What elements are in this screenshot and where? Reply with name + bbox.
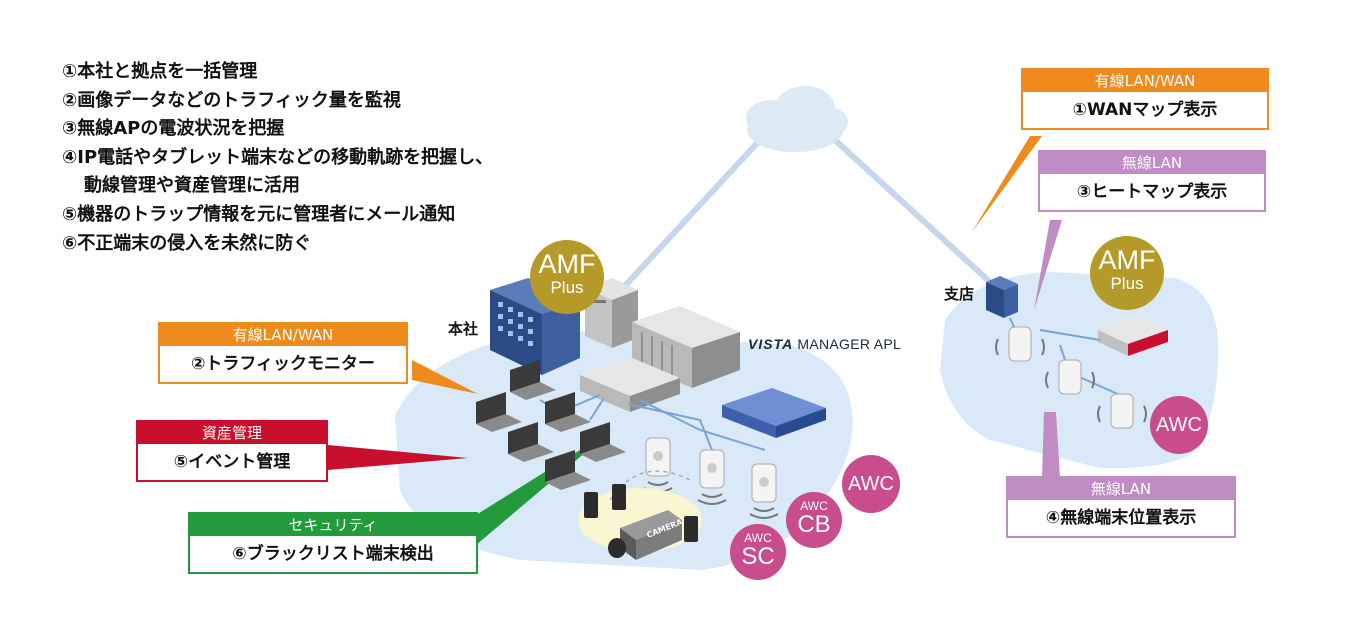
badge-line1: AMF (1098, 245, 1156, 275)
feature-item: ④IP電話やタブレット端末などの移動軌跡を把握し、 (62, 146, 494, 168)
callout-body: ⑤イベント管理 (173, 452, 291, 472)
feature-item: ⑥不正端末の侵入を未然に防ぐ (62, 232, 312, 254)
logo-brand: VISTA (748, 336, 794, 352)
feature-list: ①本社と拠点を一括管理 ②画像データなどのトラフィック量を監視 ③無線APの電波… (62, 58, 493, 258)
badge-text: AWC (848, 473, 894, 495)
amf-plus-badge-branch: AMF Plus (1090, 236, 1164, 310)
awc-badge-branch: AWC (1150, 396, 1208, 454)
awc-sc-badge: AWC SC (730, 524, 786, 580)
edge-switch-icon (722, 388, 826, 438)
pointer-heatmap (1034, 220, 1062, 310)
feature-item: ①本社と拠点を一括管理 (62, 61, 258, 82)
pointer-wan-map (972, 136, 1042, 232)
branch-router-icon (1098, 316, 1168, 356)
laptop-icons (476, 360, 626, 490)
feature-item: ③無線APの電波状況を把握 (62, 118, 285, 140)
cloud-icon (746, 86, 848, 152)
callout-body: ⑥ブラックリスト端末検出 (232, 544, 434, 564)
branch-label: 支店 (944, 285, 975, 303)
branch-access-point-icons (995, 326, 1147, 429)
wan-link-hq (607, 137, 763, 305)
callout-blacklist: セキュリティ ⑥ブラックリスト端末検出 (188, 512, 478, 574)
pointer-traffic (412, 360, 478, 394)
callout-header: 資産管理 (138, 422, 326, 444)
badge-line2: Plus (1110, 274, 1144, 293)
feature-item: 動線管理や資産管理に活用 (84, 175, 300, 197)
feature-item: ②画像データなどのトラフィック量を監視 (62, 89, 401, 111)
badge-line2: Plus (550, 278, 584, 297)
callout-header: 無線LAN (1040, 152, 1264, 174)
callout-wireless-pos: 無線LAN ④無線端末位置表示 (1006, 476, 1236, 538)
pointer-blacklist (476, 430, 612, 545)
awc-cb-badge: AWC CB (786, 492, 842, 548)
callout-header: 有線LAN/WAN (1023, 70, 1267, 92)
badge-text: AWC (1156, 414, 1202, 436)
badge-line2: CB (797, 511, 831, 538)
callout-header: 有線LAN/WAN (160, 324, 406, 346)
camera-icon: CAMERA (608, 510, 685, 560)
badge-line2: SC (741, 543, 775, 570)
awc-badge-hq: AWC (842, 455, 900, 513)
feature-item: ⑤機器のトラップ情報を元に管理者にメール通知 (62, 203, 456, 225)
wan-link-branch (832, 137, 993, 285)
vista-manager-logo: VISTA MANAGER APL (748, 336, 901, 352)
callout-body: ④無線端末位置表示 (1045, 508, 1197, 528)
pointer-wireless-pos (1042, 412, 1060, 478)
callout-header: 無線LAN (1008, 478, 1234, 500)
smartphone-icons (584, 484, 698, 542)
callout-body: ②トラフィックモニター (190, 354, 376, 374)
hq-label: 本社 (448, 320, 479, 338)
callout-heatmap: 無線LAN ③ヒートマップ表示 (1038, 150, 1266, 212)
callout-header: セキュリティ (190, 514, 476, 536)
amf-plus-badge-hq: AMF Plus (530, 240, 604, 314)
chassis-switch-icon (632, 306, 740, 388)
callout-event: 資産管理 ⑤イベント管理 (136, 420, 328, 482)
callout-wan-map: 有線LAN/WAN ①WANマップ表示 (1021, 68, 1269, 130)
callout-body: ①WANマップ表示 (1072, 100, 1218, 120)
badge-line1: AWC (744, 531, 772, 545)
access-point-icons (643, 437, 779, 519)
callout-body: ③ヒートマップ表示 (1076, 182, 1228, 202)
distribution-switch-icon (580, 357, 680, 412)
branch-building-icon (986, 276, 1018, 318)
badge-line1: AMF (538, 249, 596, 279)
badge-line1: AWC (800, 499, 828, 513)
pointer-event (328, 445, 468, 470)
callout-traffic: 有線LAN/WAN ②トラフィックモニター (158, 322, 408, 384)
logo-rest: MANAGER APL (797, 336, 902, 352)
